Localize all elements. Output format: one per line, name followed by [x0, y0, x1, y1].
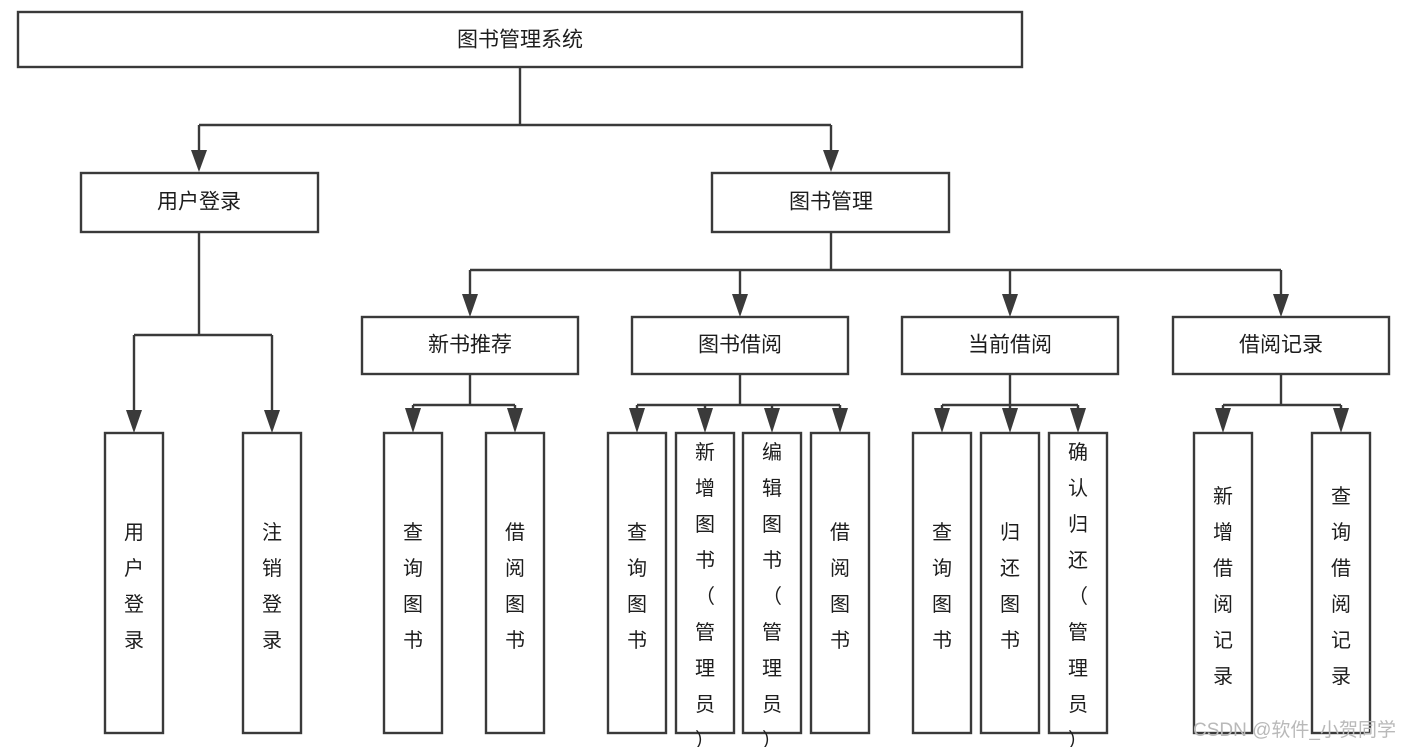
leaf-confirm-return-label: 确认归还（管理员）: [1068, 441, 1088, 747]
borrow-record-box[interactable]: [1171, 315, 1391, 376]
user-login-box[interactable]: [79, 171, 320, 234]
leaf-add-record-label: 新增借阅记录: [1213, 485, 1233, 688]
leaf-user-login-box[interactable]: [103, 431, 165, 735]
node-book-borrow[interactable]: 图书借阅: [630, 315, 850, 376]
leaf-user-login-label: 用户登录: [124, 522, 144, 652]
arrowhead-leaf-return-book: [1002, 408, 1018, 433]
leaf-return-book-box[interactable]: [979, 431, 1041, 735]
arrowhead-leaf-user-login: [126, 410, 142, 433]
arrowhead-leaf-logout: [264, 410, 280, 433]
book-borrow-box[interactable]: [630, 315, 850, 376]
current-borrow-label: 当前借阅: [968, 334, 1052, 357]
node-leaf-query-book-3[interactable]: 查询图书: [911, 431, 973, 735]
leaf-query-book-1-box[interactable]: [382, 431, 444, 735]
node-leaf-query-book-2[interactable]: 查询图书: [606, 431, 668, 735]
leaf-query-book-3-label: 查询图书: [932, 521, 952, 652]
node-leaf-add-record[interactable]: 新增借阅记录: [1192, 431, 1254, 735]
arrowhead-leaf-add-record: [1215, 408, 1231, 433]
node-user-login[interactable]: 用户登录: [79, 171, 320, 234]
book-borrow-label: 图书借阅: [698, 334, 782, 357]
leaf-query-record-box[interactable]: [1310, 431, 1372, 735]
leaf-add-record-box[interactable]: [1192, 431, 1254, 735]
arrowhead-leaf-borrow-book-2: [832, 408, 848, 433]
leaf-query-book-1-label: 查询图书: [403, 521, 423, 652]
node-leaf-query-book-1[interactable]: 查询图书: [382, 431, 444, 735]
leaf-return-book-label: 归还图书: [1000, 521, 1020, 652]
arrowhead-user-login: [191, 150, 207, 172]
node-leaf-add-book[interactable]: 新增图书（管理员）: [674, 431, 736, 747]
leaf-borrow-book-2-box[interactable]: [809, 431, 871, 735]
leaf-edit-book-box[interactable]: [741, 431, 803, 735]
arrowhead-leaf-query-book-2: [629, 408, 645, 433]
leaf-confirm-return-box[interactable]: [1047, 431, 1109, 735]
arrowhead-current-borrow: [1002, 294, 1018, 317]
node-leaf-borrow-book-2[interactable]: 借阅图书: [809, 431, 871, 735]
connector-layer: [126, 67, 1349, 433]
arrowhead-borrow-record: [1273, 294, 1289, 317]
user-login-label: 用户登录: [157, 191, 241, 214]
leaf-add-book-box[interactable]: [674, 431, 736, 735]
arrowhead-leaf-query-book-3: [934, 408, 950, 433]
leaf-borrow-book-2-label: 借阅图书: [830, 521, 850, 652]
arrowhead-leaf-edit-book: [764, 408, 780, 433]
arrowhead-new-book-recommend: [462, 294, 478, 317]
leaf-query-book-3-box[interactable]: [911, 431, 973, 735]
leaf-logout-box[interactable]: [241, 431, 303, 735]
node-new-book-recommend[interactable]: 新书推荐: [360, 315, 580, 376]
leaf-query-book-2-box[interactable]: [606, 431, 668, 735]
leaf-borrow-book-1-label: 借阅图书: [505, 521, 525, 652]
leaf-borrow-book-1-box[interactable]: [484, 431, 546, 735]
root-label: 图书管理系统: [457, 29, 583, 52]
arrowhead-book-borrow: [732, 294, 748, 317]
node-leaf-return-book[interactable]: 归还图书: [979, 431, 1041, 735]
node-leaf-edit-book[interactable]: 编辑图书（管理员）: [741, 431, 803, 747]
arrowhead-leaf-confirm-return: [1070, 408, 1086, 433]
book-manage-box[interactable]: [710, 171, 951, 234]
csdn-watermark: CSDN @软件_小贺同学: [1193, 719, 1396, 741]
borrow-record-label: 借阅记录: [1239, 334, 1323, 357]
leaf-logout-label: 注销登录: [262, 521, 282, 652]
node-leaf-borrow-book-1[interactable]: 借阅图书: [484, 431, 546, 735]
leaf-edit-book-label: 编辑图书（管理员）: [762, 441, 782, 747]
node-leaf-logout[interactable]: 注销登录: [241, 431, 303, 735]
leaf-query-book-2-label: 查询图书: [627, 521, 647, 652]
node-leaf-confirm-return[interactable]: 确认归还（管理员）: [1047, 431, 1109, 747]
new-book-recommend-box[interactable]: [360, 315, 580, 376]
arrowhead-leaf-query-record: [1333, 408, 1349, 433]
leaf-add-book-label: 新增图书（管理员）: [695, 441, 715, 747]
node-current-borrow[interactable]: 当前借阅: [900, 315, 1120, 376]
book-manage-label: 图书管理: [789, 191, 873, 214]
arrowhead-book-manage: [823, 150, 839, 172]
leaf-query-record-label: 查询借阅记录: [1331, 485, 1351, 688]
new-book-recommend-label: 新书推荐: [428, 334, 512, 357]
node-leaf-user-login[interactable]: 用户登录: [103, 431, 165, 735]
leaf-node-layer: 用户登录 注销登录 查询图书 借阅图书 查询图书 新: [103, 431, 1372, 747]
current-borrow-box[interactable]: [900, 315, 1120, 376]
arrowhead-leaf-add-book: [697, 408, 713, 433]
arrowhead-leaf-query-book-1: [405, 408, 421, 433]
node-leaf-query-record[interactable]: 查询借阅记录: [1310, 431, 1372, 735]
node-book-manage[interactable]: 图书管理: [710, 171, 951, 234]
node-borrow-record[interactable]: 借阅记录: [1171, 315, 1391, 376]
arrowhead-leaf-borrow-book-1: [507, 408, 523, 433]
node-root[interactable]: 图书管理系统: [16, 10, 1024, 69]
root-box[interactable]: [16, 10, 1024, 69]
